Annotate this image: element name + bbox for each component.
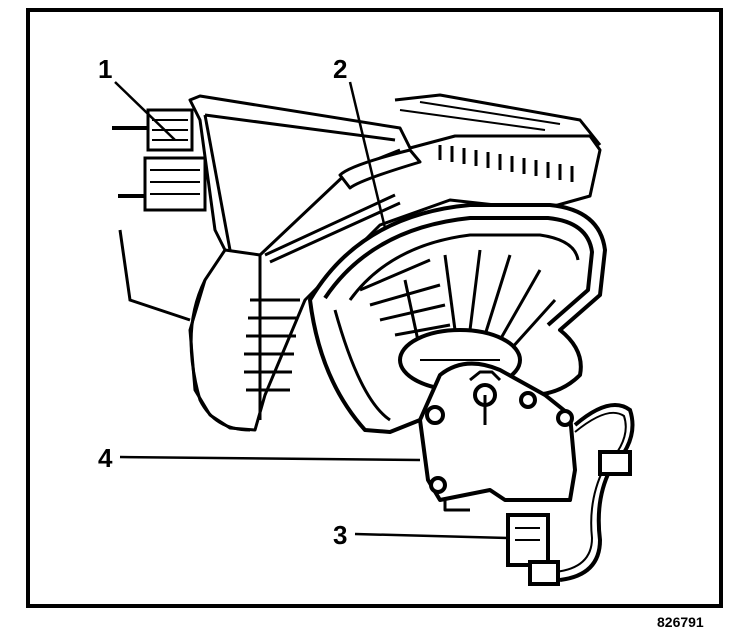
motor-connector (506, 513, 560, 586)
blower-shroud (308, 203, 607, 434)
leader-line-2 (348, 81, 387, 229)
callout-4: 4 (98, 443, 113, 473)
wire-harness (554, 403, 635, 582)
callout-1: 1 (98, 54, 113, 84)
figure-border (26, 8, 723, 608)
leader-line-1 (114, 81, 176, 141)
leader-line-3 (354, 532, 509, 540)
hvac-housing (188, 93, 602, 432)
callout-2: 2 (333, 54, 348, 84)
leader-line-4 (119, 455, 421, 462)
blower-motor (418, 361, 577, 512)
figure-id: 826791 (657, 614, 704, 630)
leader-lines (114, 81, 509, 540)
callout-3: 3 (333, 520, 348, 550)
resistor-connector (112, 108, 207, 322)
